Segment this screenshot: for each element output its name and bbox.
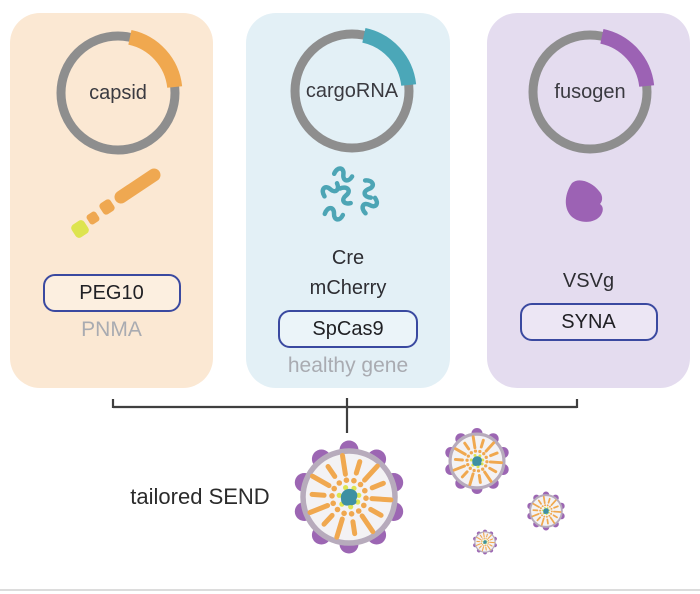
capsid-plasmid: capsid [48, 23, 188, 163]
cargo-gene-label-mcherry: mCherry [309, 277, 387, 299]
send-particles [280, 426, 566, 575]
cargo-rna-plasmid: cargoRNA [282, 21, 422, 161]
send-particle-medium [443, 426, 511, 496]
send-particle-tiny [472, 528, 498, 556]
plasmid-label: fusogen [554, 81, 626, 103]
panel-capsid: capsid PEG10 PNMA [10, 13, 213, 388]
cargo-gene-label-cre: Cre [331, 247, 365, 269]
panel-cargo-rna: cargoRNA Cre mCherry SpCas9 healthy gene [246, 13, 450, 388]
capsid-protein-icon [60, 163, 180, 258]
plasmid-label: capsid [89, 82, 147, 104]
plasmid-label: cargoRNA [305, 80, 399, 102]
alternative-gene-label: PNMA [81, 318, 142, 341]
figure-bottom-rule [0, 589, 700, 591]
bracket-connector [111, 398, 579, 433]
fusogen-gene-label-vsvg: VSVg [562, 270, 615, 292]
send-particle-small [526, 490, 566, 532]
fusogen-plasmid: fusogen [520, 22, 660, 162]
panel-fusogen: fusogen VSVg SYNA [487, 13, 690, 388]
gene-box-peg10: PEG10 [42, 274, 181, 312]
result-label: tailored SEND [130, 484, 270, 509]
fusogen-protein-icon [559, 173, 619, 238]
send-particle-large [295, 441, 403, 554]
gene-box-spcas9: SpCas9 [278, 310, 418, 348]
rna-transcripts-icon [312, 165, 392, 240]
alternative-cargo-label: healthy gene [287, 354, 409, 377]
fusogen-plasmid-icon [528, 28, 655, 154]
capsid-plasmid-icon [56, 29, 183, 155]
gene-box-syna: SYNA [519, 303, 658, 341]
cargo-rna-plasmid-icon [290, 27, 417, 153]
